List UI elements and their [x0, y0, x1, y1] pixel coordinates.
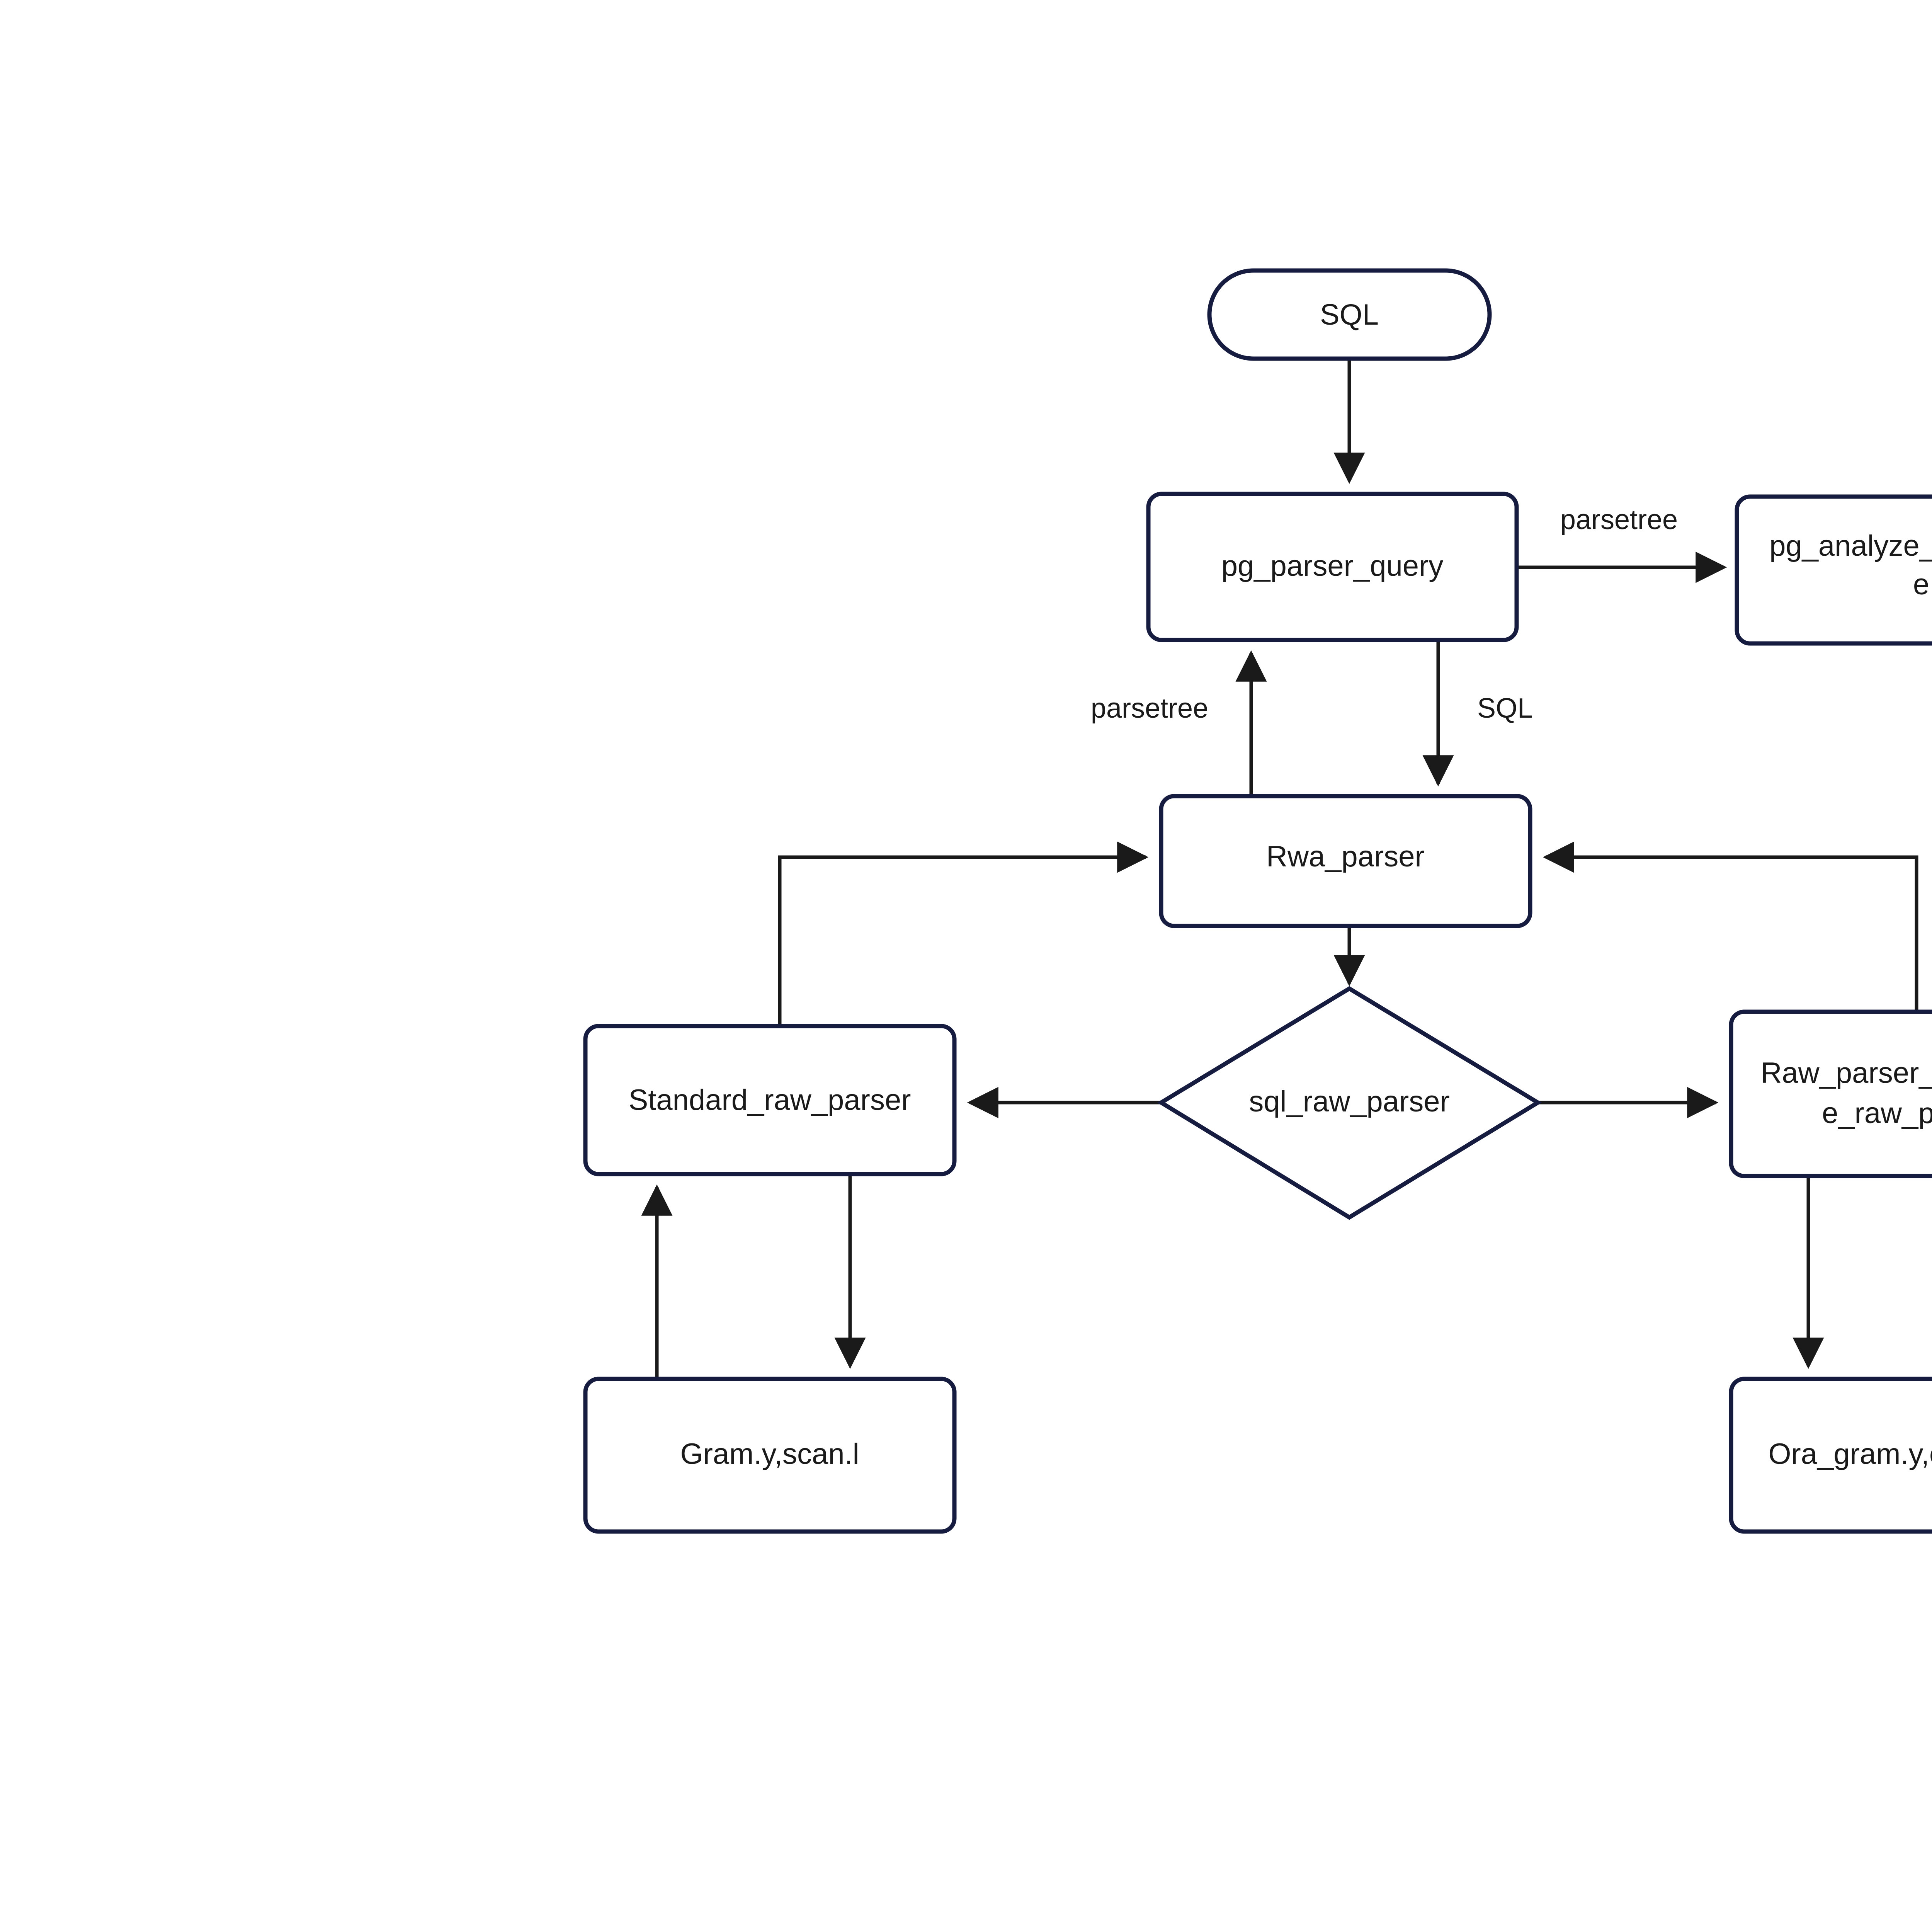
node-shape-rect — [1159, 794, 1532, 928]
node-shape-rect — [1729, 1009, 1932, 1178]
node-shape-rect — [1735, 494, 1932, 646]
node-ora-gram-scan[interactable]: Ora_gram.y,ora_scan.l — [1729, 1377, 1932, 1534]
node-label-gram-scan: Gram.y,scan.l — [680, 1438, 859, 1470]
edge-label-parsetree-pg-parser: parsetree — [1091, 693, 1208, 724]
edge-raw-parser-hook-to-rwa-parser — [1543, 841, 1918, 1012]
node-label-sql-raw-parser: sql_raw_parser — [1249, 1085, 1450, 1118]
edge-standard-raw-parser-to-rwa-parser — [778, 841, 1149, 1026]
node-label-ora-gram-scan: Ora_gram.y,ora_scan.l — [1768, 1438, 1932, 1470]
edge-line — [1543, 841, 1918, 1012]
node-label-pg-analyze-and-rewrite-line2: e — [1913, 568, 1929, 601]
node-gram-scan[interactable]: Gram.y,scan.l — [583, 1377, 957, 1534]
node-pg-analyze-and-rewrite[interactable]: pg_analyze_and_rewrit e — [1735, 494, 1932, 646]
node-label-raw-parser-hook-line2: e_raw_parser) — [1822, 1097, 1932, 1130]
node-label-pg-analyze-and-rewrite-line1: pg_analyze_and_rewrit — [1769, 529, 1932, 562]
node-sql-start[interactable]: SQL — [1207, 268, 1492, 361]
node-rwa-parser[interactable]: Rwa_parser — [1159, 794, 1532, 928]
node-label-rwa-parser: Rwa_parser — [1266, 840, 1425, 873]
node-label-pg-parser-query: pg_parser_query — [1221, 550, 1444, 582]
node-shape-rect — [583, 1377, 957, 1534]
edge-pg-parser-query-to-rwa-parser: SQL — [1422, 641, 1533, 787]
edge-label-parsetree-analyze: parsetree — [1560, 504, 1678, 535]
edge-rwa-parser-to-pg-parser-query: parsetree — [1091, 650, 1267, 795]
node-raw-parser-hook[interactable]: Raw_parser_hook(oracl e_raw_parser) — [1729, 1009, 1932, 1178]
node-shape-rect — [1729, 1377, 1932, 1534]
edge-line — [778, 841, 1149, 1026]
edge-pg-parser-query-to-pg-analyze: parsetree — [1518, 504, 1727, 583]
node-shape-rect — [583, 1024, 957, 1176]
edge-label-sql: SQL — [1477, 693, 1533, 724]
node-label-standard-raw-parser: Standard_raw_parser — [629, 1084, 911, 1116]
node-sql-raw-parser[interactable]: sql_raw_parser — [1157, 986, 1542, 1220]
node-label-raw-parser-hook-line1: Raw_parser_hook(oracl — [1761, 1057, 1932, 1089]
node-standard-raw-parser[interactable]: Standard_raw_parser — [583, 1024, 957, 1176]
node-shape-diamond — [1157, 986, 1542, 1220]
node-label-sql-start: SQL — [1320, 298, 1379, 331]
node-shape-rect — [1146, 492, 1519, 642]
node-pg-parser-query[interactable]: pg_parser_query — [1146, 492, 1519, 642]
node-shape-stadium — [1207, 268, 1492, 361]
